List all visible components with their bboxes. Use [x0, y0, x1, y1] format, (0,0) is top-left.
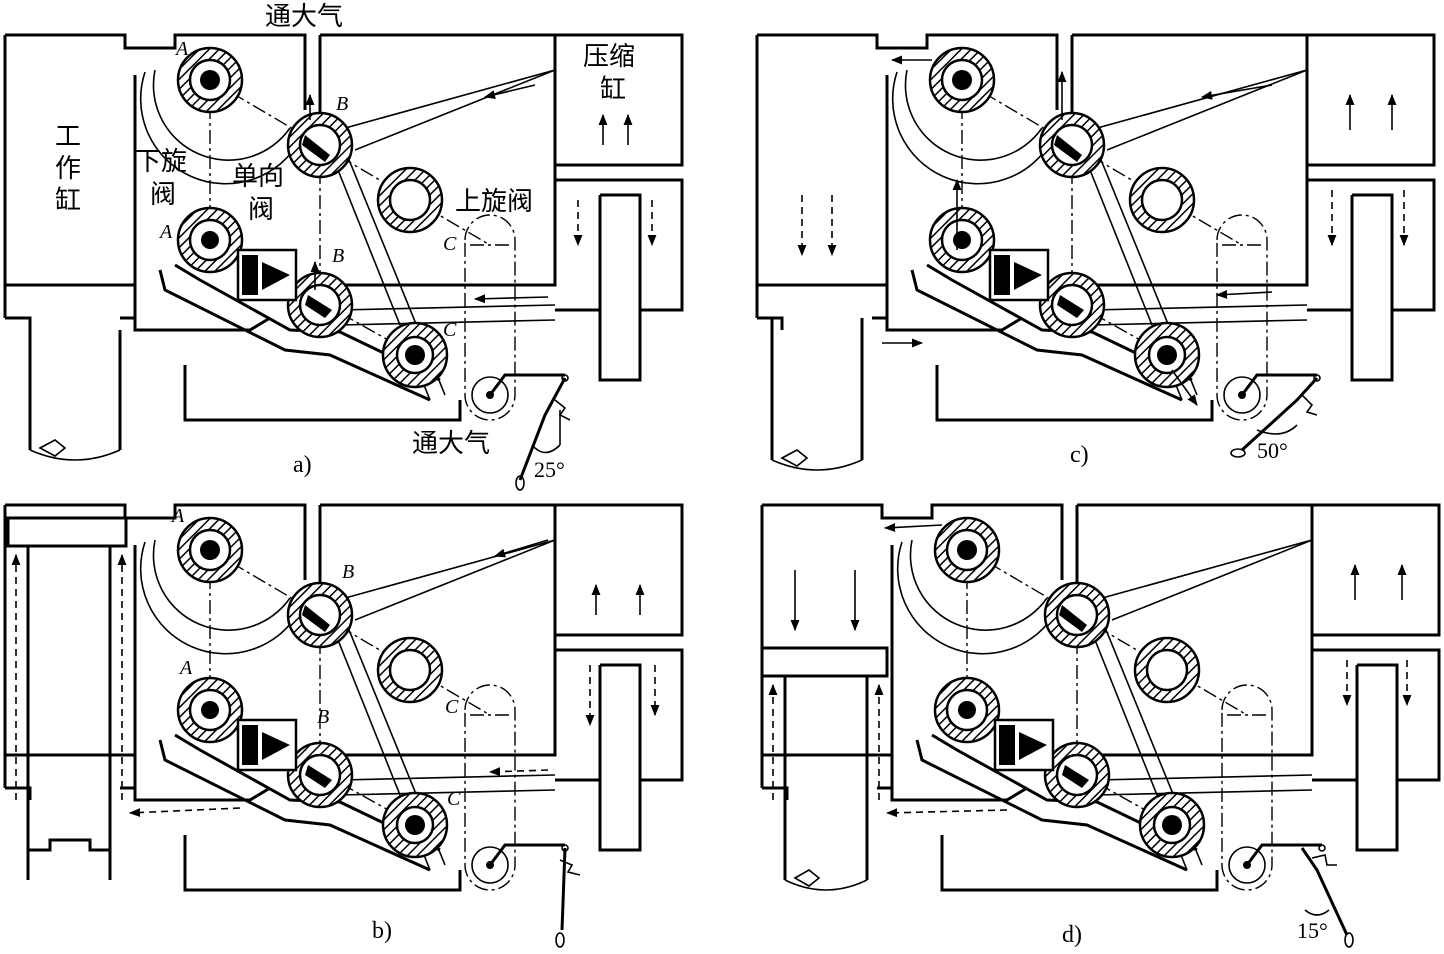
check-valve-label-1: 单向: [232, 162, 284, 192]
compress-cyl-label-2: 缸: [600, 75, 626, 105]
panel-b: A B A B C C b): [3, 503, 684, 948]
work-cyl-label-2: 作: [55, 154, 81, 184]
tag-b-upper: B: [342, 561, 354, 583]
tag-b-lower: B: [332, 245, 344, 267]
tag-b-upper: B: [336, 93, 348, 115]
tag-b-lower: B: [317, 706, 329, 728]
tag-c-upper: C: [443, 233, 457, 255]
vent-top-label: 通大气: [265, 2, 343, 32]
angle-label: 50°: [1257, 438, 1288, 463]
caption: d): [1062, 922, 1082, 948]
lower-rotary-label-1: 下旋: [135, 147, 187, 177]
lower-rotary-label-2: 阀: [150, 180, 176, 210]
compress-cyl-label-1: 压缩: [583, 42, 635, 72]
vent-bottom-label: 通大气: [412, 429, 490, 459]
tag-c-lower: C: [447, 788, 461, 810]
tag-c-lower: C: [443, 319, 457, 341]
tag-a-lower: A: [178, 657, 193, 679]
check-valve-label-2: 阀: [248, 195, 274, 225]
work-cyl-label-1: 工: [55, 122, 81, 152]
angle-label: 25°: [534, 457, 565, 482]
tag-a-upper: A: [174, 38, 189, 60]
angle-label: 15°: [1297, 918, 1328, 943]
panel-c: 50° c): [755, 33, 1436, 471]
caption: c): [1070, 442, 1089, 468]
work-cyl-label-3: 缸: [55, 186, 81, 216]
caption: b): [372, 918, 392, 944]
upper-rotary-label: 上旋阀: [455, 187, 533, 217]
tag-a-lower: A: [158, 221, 173, 243]
caption: a): [293, 452, 312, 478]
tag-a-upper: A: [170, 505, 185, 527]
panel-a: 通大气 压缩 缸 工 作 缸 下旋 阀 单向 阀 上旋阀 通大气 A B A B…: [3, 2, 684, 491]
tag-c-upper: C: [445, 696, 459, 718]
panel-d: 15° d): [760, 503, 1441, 948]
